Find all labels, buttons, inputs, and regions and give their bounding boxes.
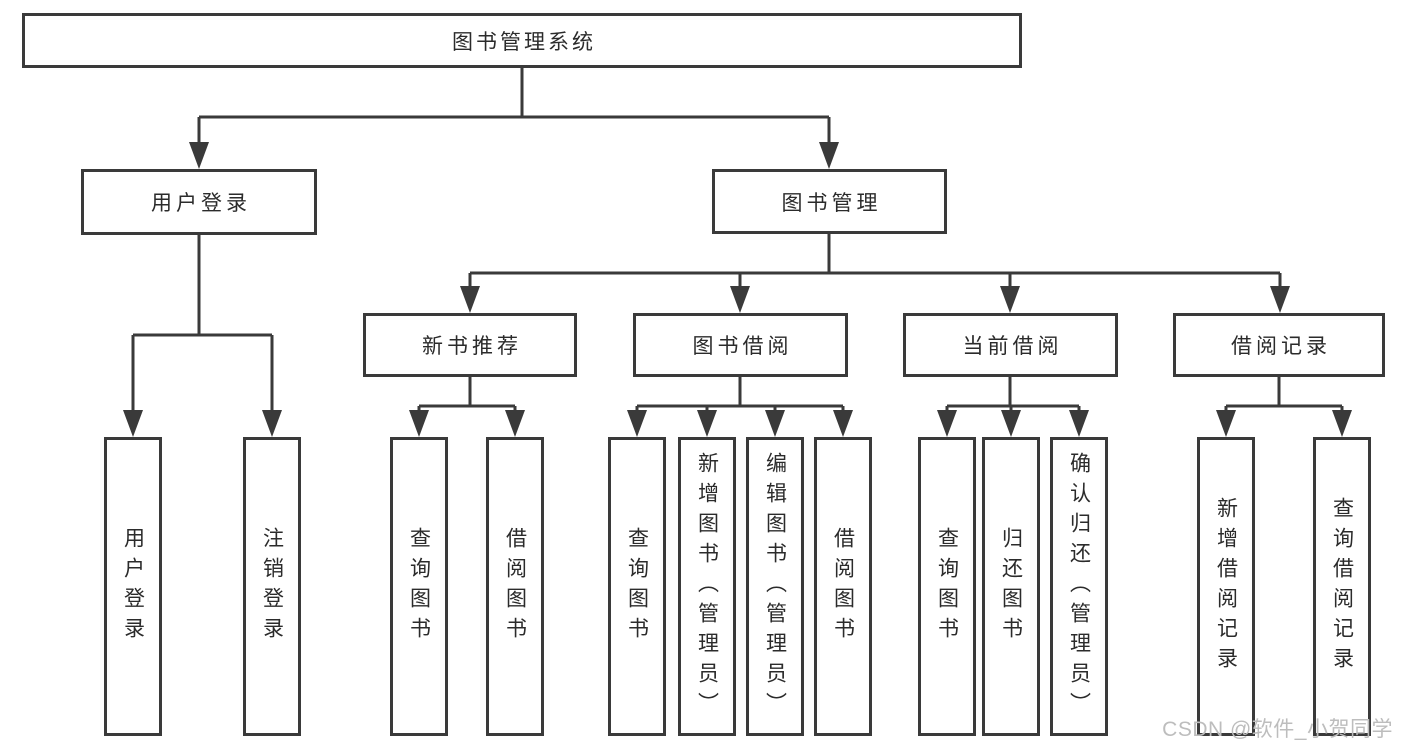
- leaf-confirm-return-admin-label: 确认归还（管理员）: [1067, 451, 1091, 722]
- node-new-book-recommend-label: 新书推荐: [422, 335, 522, 358]
- leaf-logout: 注销登录: [243, 437, 301, 736]
- leaf-query-book-borrow-label: 查询图书: [625, 526, 649, 647]
- node-borrow-record-label: 借阅记录: [1231, 335, 1331, 358]
- node-current-borrow-label: 当前借阅: [962, 335, 1063, 358]
- leaf-edit-book-admin: 编辑图书（管理员）: [746, 437, 804, 736]
- node-library-system-label: 图书管理系统: [452, 30, 596, 54]
- leaf-borrow-book-recommend: 借阅图书: [486, 437, 544, 736]
- leaf-user-login-label: 用户登录: [121, 526, 145, 647]
- leaf-return-book: 归还图书: [982, 437, 1040, 736]
- node-library-system: 图书管理系统: [22, 13, 1022, 68]
- node-book-management-label: 图书管理: [781, 191, 882, 215]
- node-book-management: 图书管理: [712, 169, 947, 234]
- leaf-add-borrow-record: 新增借阅记录: [1197, 437, 1255, 736]
- leaf-add-borrow-record-label: 新增借阅记录: [1214, 496, 1238, 677]
- leaf-confirm-return-admin: 确认归还（管理员）: [1050, 437, 1108, 736]
- leaf-user-login: 用户登录: [104, 437, 162, 736]
- node-borrow-record: 借阅记录: [1173, 313, 1385, 377]
- leaf-logout-label: 注销登录: [260, 526, 284, 647]
- node-current-borrow: 当前借阅: [903, 313, 1118, 377]
- node-book-borrow: 图书借阅: [633, 313, 848, 377]
- arrowheads: [123, 142, 1352, 437]
- leaf-add-book-admin-label: 新增图书（管理员）: [695, 451, 719, 722]
- leaf-borrow-book: 借阅图书: [814, 437, 872, 736]
- csdn-watermark: CSDN @软件_小贺同学: [1162, 718, 1393, 741]
- leaf-borrow-book-recommend-label: 借阅图书: [503, 526, 527, 647]
- leaf-add-book-admin: 新增图书（管理员）: [678, 437, 736, 736]
- leaf-query-borrow-record-label: 查询借阅记录: [1330, 496, 1354, 677]
- leaf-query-book-borrow: 查询图书: [608, 437, 666, 736]
- leaf-query-book-current-label: 查询图书: [935, 526, 959, 647]
- leaf-borrow-book-label: 借阅图书: [831, 526, 855, 647]
- leaf-query-book-recommend: 查询图书: [390, 437, 448, 736]
- leaf-query-book-recommend-label: 查询图书: [407, 526, 431, 647]
- leaf-return-book-label: 归还图书: [999, 526, 1023, 647]
- node-user-login-label: 用户登录: [151, 192, 251, 215]
- leaf-edit-book-admin-label: 编辑图书（管理员）: [763, 451, 787, 722]
- node-new-book-recommend: 新书推荐: [363, 313, 577, 377]
- node-user-login: 用户登录: [81, 169, 317, 235]
- leaf-query-borrow-record: 查询借阅记录: [1313, 437, 1371, 736]
- node-book-borrow-label: 图书借阅: [692, 335, 793, 358]
- leaf-query-book-current: 查询图书: [918, 437, 976, 736]
